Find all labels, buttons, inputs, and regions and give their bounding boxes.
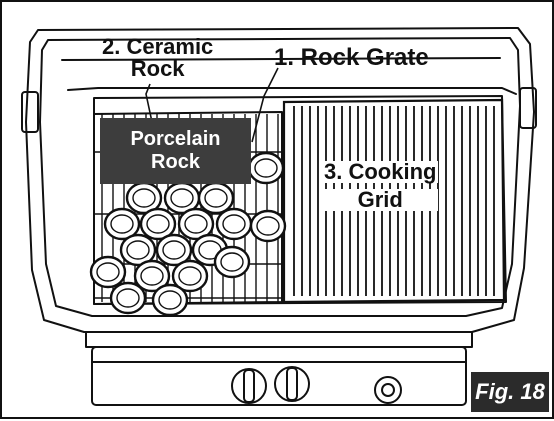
control-panel (86, 332, 472, 347)
ceramic-rock-puck (199, 183, 233, 213)
porcelain-rock-line2: Rock (151, 151, 200, 174)
porcelain-rock-callout: Porcelain Rock (100, 118, 251, 184)
ceramic-rock-puck (217, 209, 251, 239)
rock-grate-label: 1. Rock Grate (274, 46, 429, 70)
cooking-grid-label-line1: 3. Cooking (322, 161, 438, 183)
ceramic-rock-puck (91, 257, 125, 287)
ceramic-rock-puck (111, 283, 145, 313)
ceramic-rock-label: 2. Ceramic Rock (102, 36, 213, 80)
left-control-knob (232, 369, 266, 403)
ceramic-rock-label-line1: 2. Ceramic (102, 36, 213, 58)
ceramic-rock-puck (249, 153, 283, 183)
cooking-grid-label-line2: Grid (322, 189, 438, 211)
right-control-knob (275, 367, 309, 401)
ceramic-rock-label-line2: Rock (102, 58, 213, 80)
igniter-button (375, 377, 401, 403)
ceramic-rock-puck (215, 247, 249, 277)
left-hinge-tab (22, 92, 38, 132)
ceramic-rock-puck (251, 211, 285, 241)
leader-ceramic-rock (146, 84, 152, 122)
porcelain-rock-line1: Porcelain (130, 128, 220, 151)
figure-number-badge: Fig. 18 (471, 372, 549, 412)
cooking-grid-label: 3. Cooking Grid (322, 161, 438, 211)
ceramic-rock-puck (153, 285, 187, 315)
